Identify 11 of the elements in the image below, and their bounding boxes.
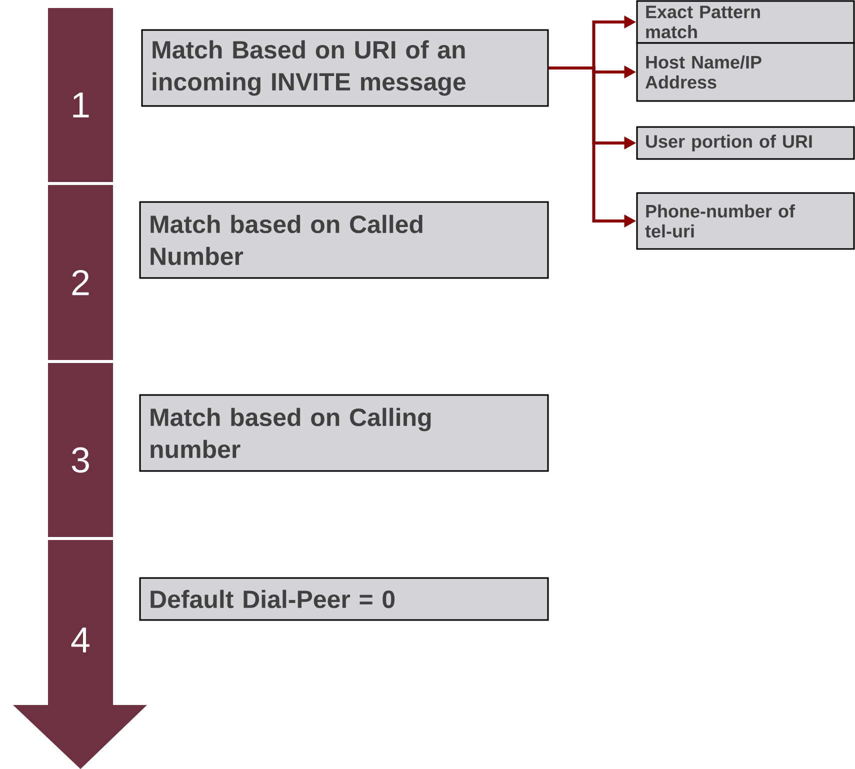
text-box: User portion of URI <box>636 126 855 160</box>
text-box: Host Name/IP Address <box>636 42 855 102</box>
text-box: Match Based on URI of an incoming INVITE message <box>141 29 549 107</box>
text-box: Default Dial-Peer = 0 <box>139 577 549 621</box>
text-box: Match based on Called Number <box>139 201 549 279</box>
text-box: Phone-number of tel-uri <box>636 192 855 250</box>
step-bar: 3 <box>48 363 113 537</box>
text-box: Match based on Calling number <box>139 394 549 472</box>
text-box: Exact Pattern match <box>636 0 855 44</box>
step-bar: 1 <box>48 8 113 182</box>
step-bar: 2 <box>48 185 113 360</box>
